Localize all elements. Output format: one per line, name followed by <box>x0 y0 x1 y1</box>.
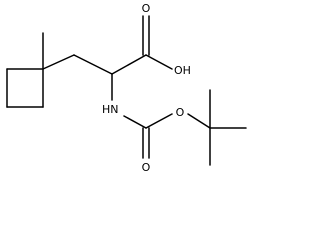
amide-nitrogen-label: HN <box>102 103 119 116</box>
acid-hydroxyl-label: OH <box>174 64 191 77</box>
nitrogen-to-carbonyl-bond <box>123 115 147 129</box>
ring-to-ch2-bond <box>42 54 75 70</box>
chemical-structure: O OH HN O O <box>6 2 247 174</box>
acid-carbonyl-oxygen-label: O <box>142 2 151 15</box>
bonds <box>6 15 247 166</box>
ch2-to-alpha-bond <box>73 54 113 75</box>
atom-labels: O OH HN O O <box>102 2 191 174</box>
ester-oxygen-to-tbutyl-bond <box>187 113 211 129</box>
carbamate-carbonyl-oxygen-label: O <box>142 161 151 174</box>
carbamate-ester-oxygen-label: O <box>176 106 185 119</box>
carboxyl-hydroxyl-bond <box>145 54 173 70</box>
alpha-to-carboxyl-bond <box>111 54 147 75</box>
carbonyl-to-ester-oxygen-bond <box>145 113 173 129</box>
